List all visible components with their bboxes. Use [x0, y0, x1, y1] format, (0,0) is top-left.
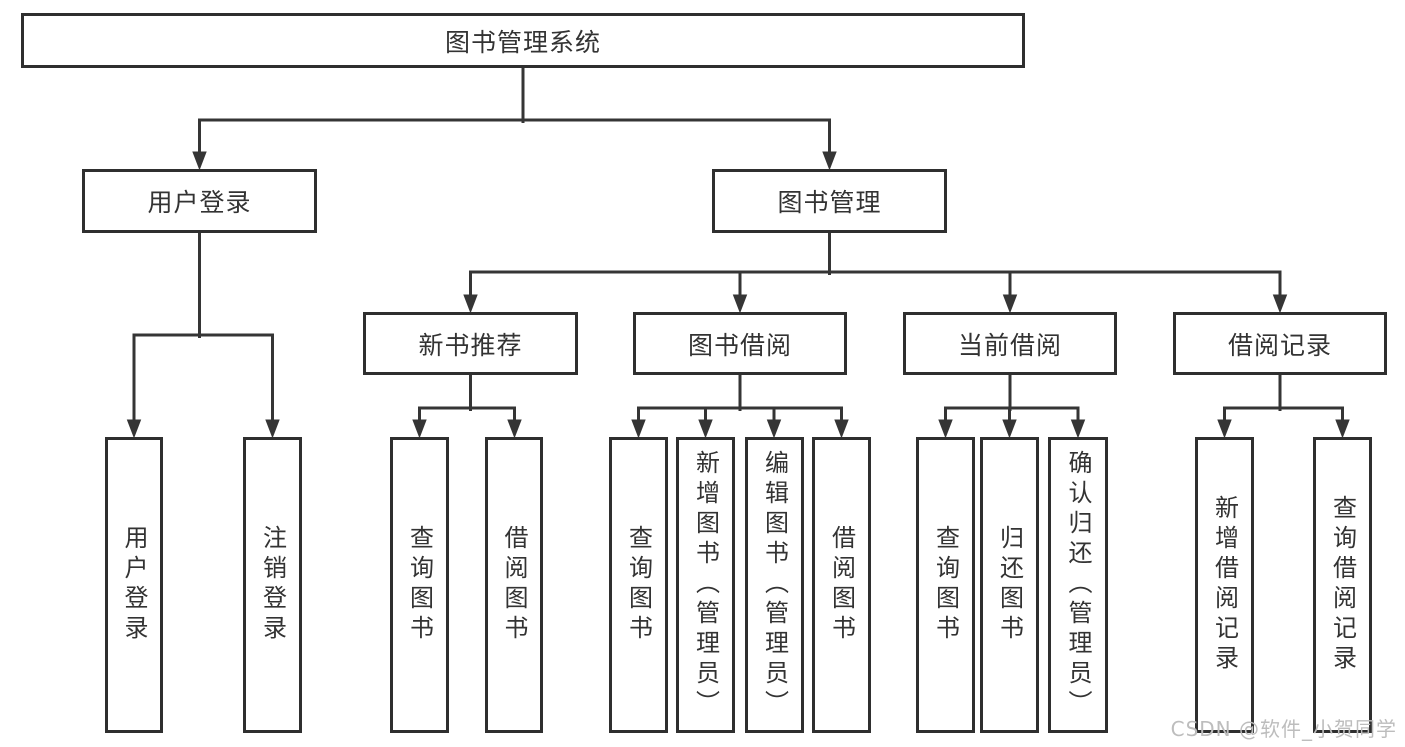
- arrowhead-icon: [265, 419, 280, 439]
- arrowhead-icon: [192, 151, 207, 171]
- watermark: CSDN @软件_小贺同学: [1170, 717, 1397, 741]
- arrowhead-icon: [1335, 419, 1350, 439]
- arrowhead-icon: [822, 151, 837, 171]
- node-label: 当前借阅: [957, 330, 1062, 360]
- leaf-nb-query-books: 查询图书: [390, 437, 449, 733]
- arrowhead-icon: [698, 419, 713, 439]
- connector-book-borrow-children: [631, 373, 849, 439]
- node-label: 查询图书: [931, 525, 960, 645]
- arrowhead-icon: [463, 294, 478, 314]
- node-book-management: 图书管理: [712, 169, 947, 233]
- arrowhead-icon: [1272, 294, 1288, 314]
- leaf-user-login: 用户登录: [105, 437, 163, 733]
- node-label: 图书管理系统: [444, 27, 601, 57]
- arrowhead-icon: [766, 419, 782, 439]
- leaf-cb-query-books: 查询图书: [916, 437, 975, 733]
- node-borrow-records: 借阅记录: [1173, 312, 1387, 375]
- leaf-br-query-record: 查询借阅记录: [1313, 437, 1372, 733]
- arrowhead-icon: [732, 294, 748, 314]
- arrowhead-icon: [412, 419, 427, 439]
- leaf-cb-return-books: 归还图书: [980, 437, 1039, 733]
- node-new-book-recommend: 新书推荐: [363, 312, 578, 375]
- leaf-bb-add-books-admin: 新增图书（管理员）: [676, 437, 735, 733]
- node-label: 用户登录: [147, 188, 252, 217]
- node-label: 新书推荐: [418, 330, 523, 360]
- leaf-bb-query-books: 查询图书: [609, 437, 668, 733]
- node-label: 图书管理: [777, 188, 882, 217]
- node-label: 归还图书: [995, 525, 1024, 645]
- node-label: 编辑图书（管理员）: [760, 450, 789, 720]
- node-label: 用户登录: [120, 525, 148, 645]
- node-label: 图书借阅: [687, 330, 792, 360]
- connector-current-borrow-children: [938, 373, 1086, 439]
- node-label: 新增借阅记录: [1210, 495, 1239, 675]
- arrowhead-icon: [1002, 294, 1018, 314]
- node-label: 借阅图书: [827, 525, 856, 645]
- arrowhead-icon: [1217, 419, 1232, 439]
- connector-new-book-children: [412, 373, 522, 439]
- leaf-bb-edit-books-admin: 编辑图书（管理员）: [745, 437, 804, 733]
- connector-book-management-children: [463, 231, 1288, 314]
- node-label: 确认归还（管理员）: [1064, 450, 1092, 720]
- connector-user-login-children: [126, 231, 280, 439]
- arrowhead-icon: [631, 419, 646, 439]
- node-label: 借阅图书: [500, 525, 528, 645]
- leaf-cb-confirm-return-admin: 确认归还（管理员）: [1048, 437, 1108, 733]
- node-label: 查询图书: [405, 525, 434, 645]
- node-label: 新增图书（管理员）: [691, 450, 720, 720]
- node-book-borrow: 图书借阅: [633, 312, 847, 375]
- node-user-login: 用户登录: [82, 169, 317, 233]
- arrowhead-icon: [938, 419, 953, 439]
- leaf-bb-borrow-books: 借阅图书: [812, 437, 871, 733]
- leaf-logout: 注销登录: [243, 437, 302, 733]
- arrowhead-icon: [126, 419, 142, 439]
- node-label: 查询图书: [624, 525, 653, 645]
- arrowhead-icon: [1002, 419, 1017, 439]
- connector-borrow-records-children: [1217, 373, 1350, 439]
- node-current-borrow: 当前借阅: [903, 312, 1117, 375]
- node-label: 注销登录: [258, 525, 287, 645]
- arrowhead-icon: [507, 419, 522, 439]
- leaf-br-add-record: 新增借阅记录: [1195, 437, 1254, 733]
- node-root: 图书管理系统: [21, 13, 1025, 68]
- arrowhead-icon: [834, 419, 849, 439]
- leaf-nb-borrow-books: 借阅图书: [485, 437, 543, 733]
- connector-root-to-level2: [192, 66, 837, 171]
- node-label: 查询借阅记录: [1328, 495, 1357, 675]
- arrowhead-icon: [1070, 419, 1086, 439]
- node-label: 借阅记录: [1227, 330, 1332, 360]
